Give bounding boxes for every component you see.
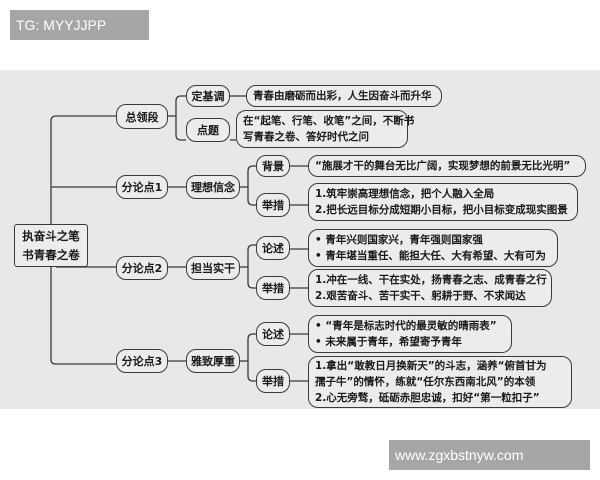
content-line: 2.把长远目标分成短期小目标，把小目标变成现实图景 bbox=[315, 204, 568, 216]
argument-content-2[interactable]: • 青年兴则国家兴，青年强则国家强 • 青年堪当重任、能担大任、大有希望、大有可… bbox=[308, 229, 558, 267]
argument-content-3[interactable]: • “青年是标志时代的最灵敏的晴雨表” • 未来属于青年，希望寄予青年 bbox=[308, 315, 512, 353]
theme-content[interactable]: 在“起笔、行笔、收笔”之间，不断书 写青春之卷、答好时代之问 bbox=[236, 110, 414, 148]
branch-intro-node[interactable]: 总领段 bbox=[116, 104, 168, 129]
topic-ideals-node[interactable]: 理想信念 bbox=[186, 175, 240, 199]
root-line-2: 书青春之卷 bbox=[22, 247, 80, 262]
content-line: 2.艰苦奋斗、苦干实干、躬耕于野、不求闻达 bbox=[315, 290, 526, 302]
content-line: 孺子牛”的情怀，练就“任尔东西南北风”的本领 bbox=[315, 376, 536, 388]
background-content[interactable]: “施展才干的舞台无比广阔，实现梦想的前景无比光明” bbox=[308, 155, 586, 177]
measures-node-3[interactable]: 举措 bbox=[256, 369, 290, 393]
watermark-bottom: www.zgxbstnyw.com bbox=[389, 440, 590, 470]
measures-content-3[interactable]: 1.拿出“敢教日月换新天”的斗志，涵养“俯首甘为 孺子牛”的情怀，练就“任尔东西… bbox=[308, 356, 572, 408]
root-line-1: 执奋斗之笔 bbox=[22, 228, 80, 243]
content-line: 1.筑牢崇高理想信念，把个人融入全局 bbox=[315, 188, 495, 200]
measures-node-2[interactable]: 举措 bbox=[256, 276, 290, 300]
content-line: • 青年堪当重任、能担大任、大有希望、大有可为 bbox=[315, 250, 546, 262]
root-node[interactable]: 执奋斗之笔 书青春之卷 bbox=[14, 224, 88, 267]
set-tone-content[interactable]: 青春由磨砺而出彩，人生因奋斗而升华 bbox=[246, 85, 442, 107]
content-line: 在“起笔、行笔、收笔”之间，不断书 bbox=[243, 115, 415, 127]
branch-point-1-node[interactable]: 分论点1 bbox=[116, 175, 168, 199]
content-line: 青春由磨砺而出彩，人生因奋斗而升华 bbox=[253, 90, 432, 102]
measures-content-1[interactable]: 1.筑牢崇高理想信念，把个人融入全局 2.把长远目标分成短期小目标，把小目标变成… bbox=[308, 183, 578, 221]
content-line: “施展才干的舞台无比广阔，实现梦想的前景无比光明” bbox=[315, 160, 571, 172]
set-tone-node[interactable]: 定基调 bbox=[186, 85, 230, 107]
argument-node-3[interactable]: 论述 bbox=[256, 322, 290, 346]
theme-node[interactable]: 点题 bbox=[186, 118, 230, 142]
content-line: • 未来属于青年，希望寄予青年 bbox=[315, 336, 462, 348]
branch-point-2-node[interactable]: 分论点2 bbox=[116, 256, 168, 280]
content-line: • “青年是标志时代的最灵敏的晴雨表” bbox=[315, 320, 497, 332]
content-line: • 青年兴则国家兴，青年强则国家强 bbox=[315, 234, 483, 246]
content-line: 2.心无旁骛，砥砺赤胆忠诚，扣好“第一粒扣子” bbox=[315, 392, 540, 404]
background-node[interactable]: 背景 bbox=[256, 155, 290, 177]
content-line: 1.冲在一线、干在实处，扬青春之志、成青春之行 bbox=[315, 274, 547, 286]
content-line: 写青春之卷、答好时代之问 bbox=[243, 131, 369, 143]
argument-node-2[interactable]: 论述 bbox=[256, 236, 290, 260]
measures-content-2[interactable]: 1.冲在一线、干在实处，扬青春之志、成青春之行 2.艰苦奋斗、苦干实干、躬耕于野… bbox=[308, 269, 552, 307]
watermark-top: TG: MYYJJPP bbox=[10, 10, 149, 40]
topic-responsibility-node[interactable]: 担当实干 bbox=[186, 256, 240, 280]
topic-elegance-node[interactable]: 雅致厚重 bbox=[186, 349, 240, 373]
content-line: 1.拿出“敢教日月换新天”的斗志，涵养“俯首甘为 bbox=[315, 360, 547, 372]
measures-node-1[interactable]: 举措 bbox=[256, 193, 290, 217]
branch-point-3-node[interactable]: 分论点3 bbox=[116, 349, 168, 373]
